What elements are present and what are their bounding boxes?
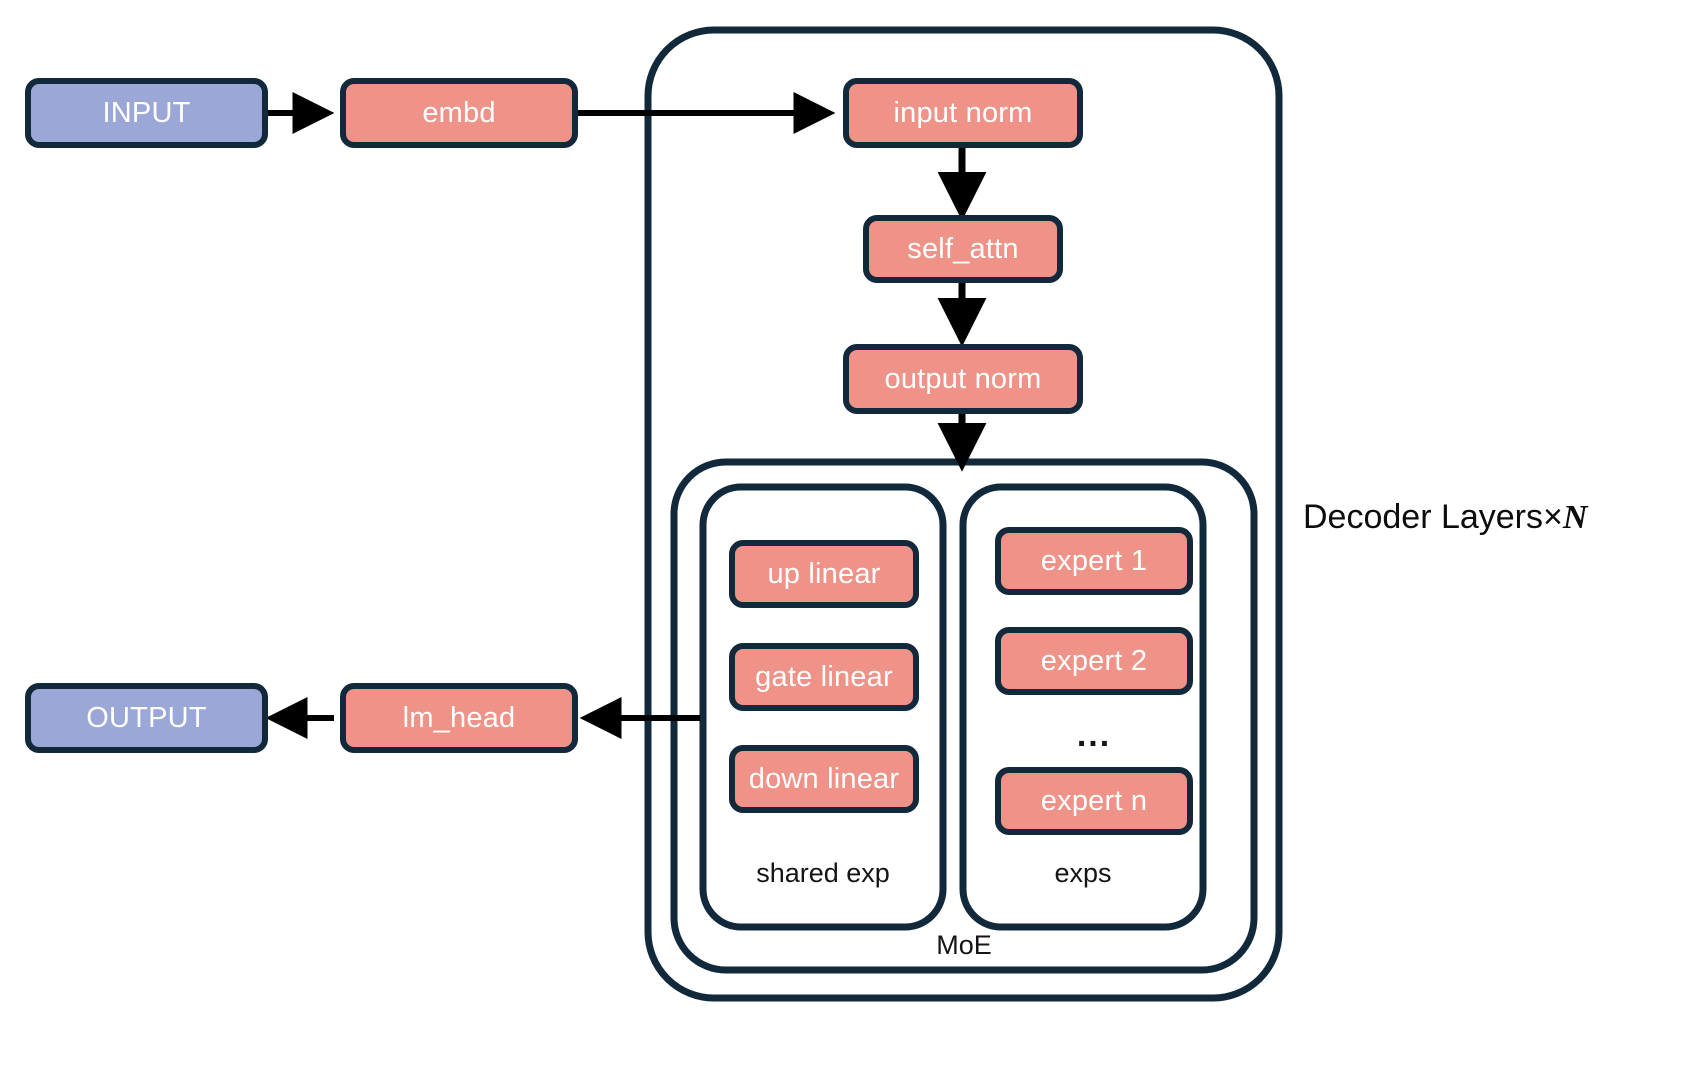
node-down-linear[interactable]: down linear — [729, 745, 919, 813]
shared-expert-container — [699, 483, 947, 931]
node-lm-head[interactable]: lm_head — [340, 683, 578, 753]
node-output[interactable]: OUTPUT — [25, 683, 268, 753]
decoder-layers-caption-prefix: Decoder Layers× — [1303, 498, 1563, 536]
node-embd[interactable]: embd — [340, 78, 578, 148]
moe-group-text: MoE — [936, 930, 992, 960]
node-output-norm-label: output norm — [884, 362, 1042, 395]
node-input[interactable]: INPUT — [25, 78, 268, 148]
experts-group-label: exps — [963, 860, 1203, 887]
node-expert-2-label: expert 2 — [1040, 644, 1148, 677]
node-up-linear-label: up linear — [767, 557, 881, 590]
shared-expert-group-label: shared exp — [703, 860, 943, 887]
node-input-norm-label: input norm — [893, 96, 1033, 129]
node-expert-n-label: expert n — [1040, 784, 1148, 817]
shared-expert-group-text: shared exp — [756, 858, 890, 888]
node-embd-label: embd — [422, 96, 496, 129]
node-gate-linear[interactable]: gate linear — [729, 643, 919, 711]
node-expert-1[interactable]: expert 1 — [995, 527, 1193, 595]
decoder-layers-count: N — [1562, 499, 1588, 536]
decoder-layers-container — [644, 26, 1283, 1002]
node-expert-1-label: expert 1 — [1040, 544, 1148, 577]
node-output-label: OUTPUT — [86, 701, 207, 734]
node-up-linear[interactable]: up linear — [729, 540, 919, 608]
experts-ellipsis: ... — [995, 718, 1193, 752]
node-input-label: INPUT — [102, 96, 191, 129]
node-self-attn[interactable]: self_attn — [863, 215, 1063, 283]
node-expert-2[interactable]: expert 2 — [995, 627, 1193, 695]
node-input-norm[interactable]: input norm — [843, 78, 1083, 148]
node-output-norm[interactable]: output norm — [843, 344, 1083, 414]
node-down-linear-label: down linear — [748, 762, 900, 795]
experts-group-text: exps — [1054, 858, 1112, 888]
experts-container — [959, 483, 1207, 931]
node-lm-head-label: lm_head — [402, 701, 516, 734]
experts-ellipsis-text: ... — [1076, 716, 1112, 754]
decoder-layers-caption: Decoder Layers×N — [1303, 500, 1587, 535]
moe-group-label: MoE — [674, 932, 1254, 959]
node-self-attn-label: self_attn — [907, 232, 1019, 265]
node-gate-linear-label: gate linear — [755, 660, 893, 693]
node-expert-n[interactable]: expert n — [995, 767, 1193, 835]
